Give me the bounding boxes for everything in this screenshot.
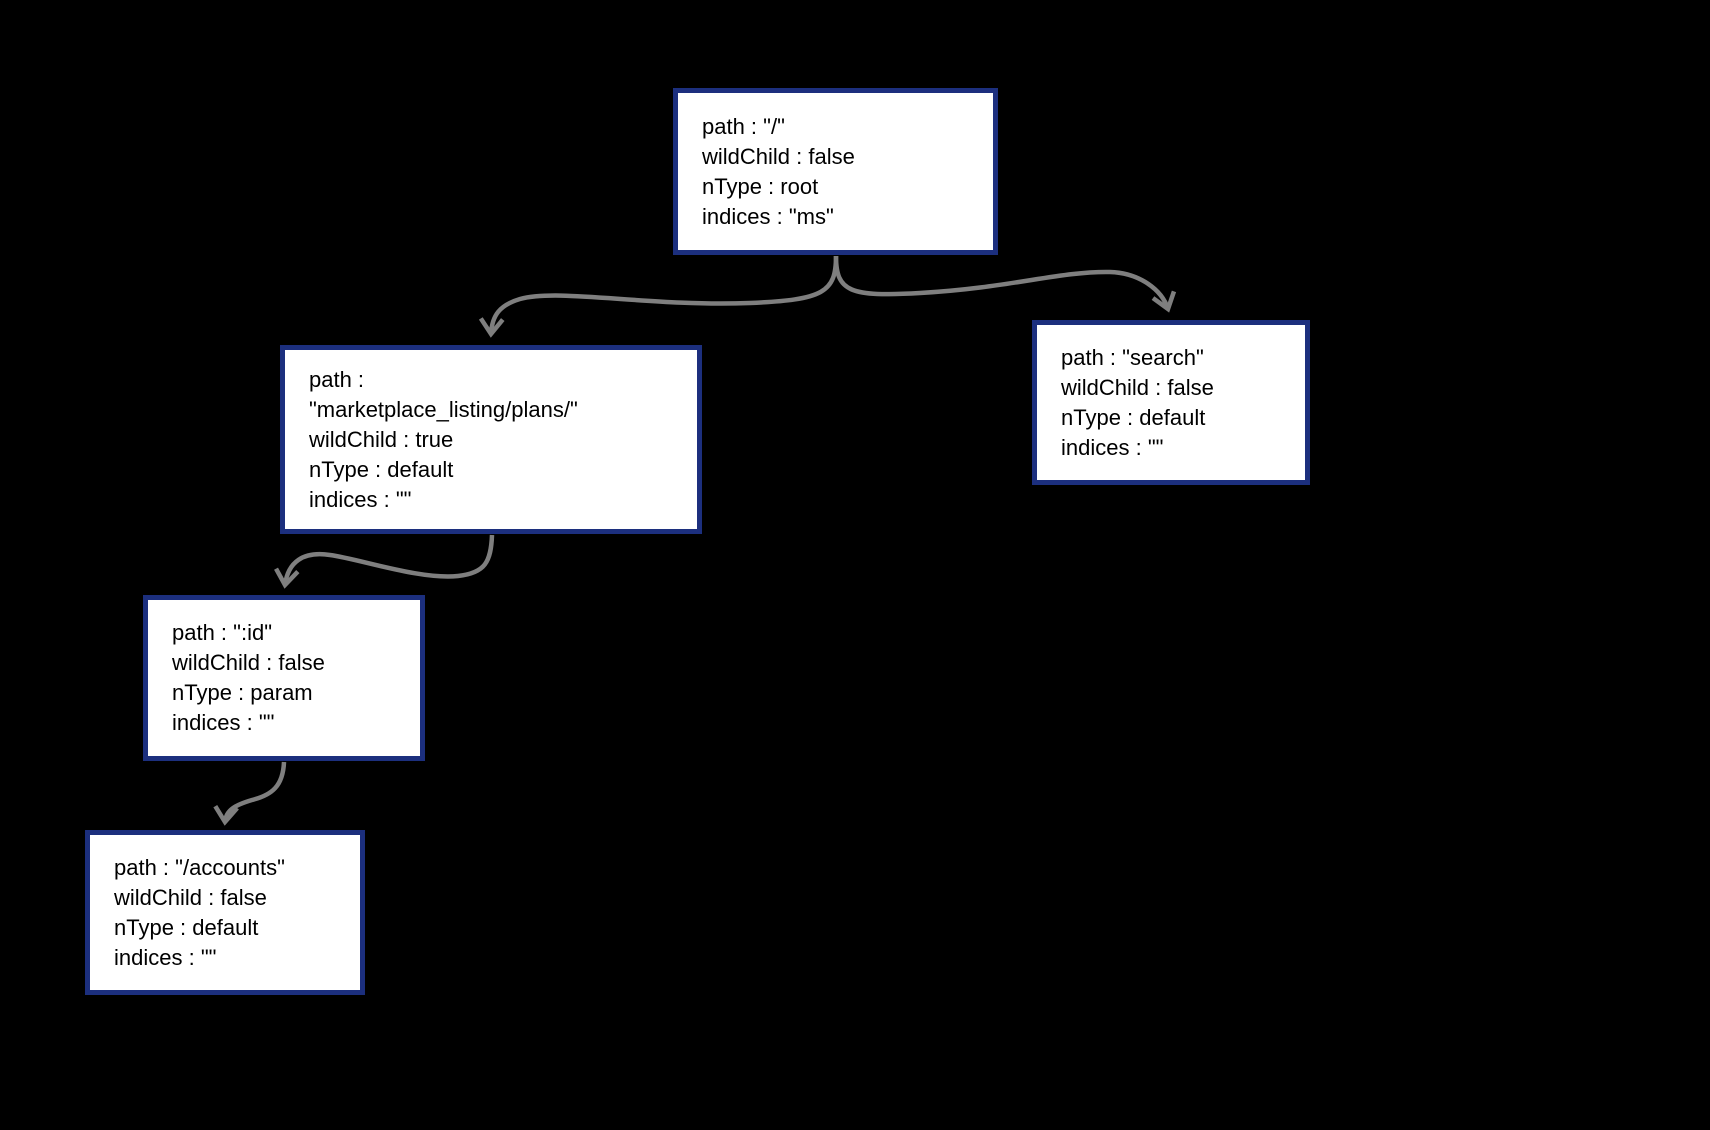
edge-root-to-marketplace [478, 255, 839, 338]
node-root: path : "/" wildChild : false nType : roo… [673, 88, 998, 255]
node-property-line: indices : "" [172, 710, 275, 735]
node-property-line: path : "/" [702, 113, 785, 139]
node-property-line: indices : "ms" [702, 203, 834, 229]
node-property-line: wildChild : false [1061, 374, 1214, 400]
node-property-line: nType : default [114, 914, 259, 940]
node-property-line: nType : default [1061, 404, 1206, 430]
edge-root-to-search [833, 255, 1177, 313]
node-search: path : "search" wildChild : false nType … [1032, 320, 1310, 485]
node-property-line: indices : "" [114, 944, 217, 970]
node-marketplace-listing-plans: path : "marketplace_listing/plans/" wild… [280, 345, 702, 534]
node-property-line: path : ":id" [172, 620, 273, 645]
edge-marketplace-to-id [274, 534, 495, 589]
node-property-line: indices : "" [1061, 434, 1164, 460]
node-property-line: "marketplace_listing/plans/" [309, 396, 578, 422]
node-id-param: path : ":id" wildChild : false nType : p… [143, 595, 425, 761]
node-property-line: nType : root [702, 173, 819, 199]
node-property-line: path : "/accounts" [114, 854, 285, 880]
node-property-line: wildChild : false [114, 884, 267, 910]
edge-id-to-accounts [213, 761, 287, 826]
node-property-line: path : "search" [1061, 344, 1204, 370]
node-property-line: wildChild : false [172, 650, 325, 675]
node-property-line: wildChild : true [309, 426, 454, 452]
node-property-line: nType : param [172, 680, 313, 705]
node-accounts: path : "/accounts" wildChild : false nTy… [85, 830, 365, 995]
node-property-line: path : [309, 366, 365, 392]
node-property-line: nType : default [309, 456, 454, 482]
node-property-line: wildChild : false [702, 143, 855, 169]
node-property-line: indices : "" [309, 486, 412, 512]
